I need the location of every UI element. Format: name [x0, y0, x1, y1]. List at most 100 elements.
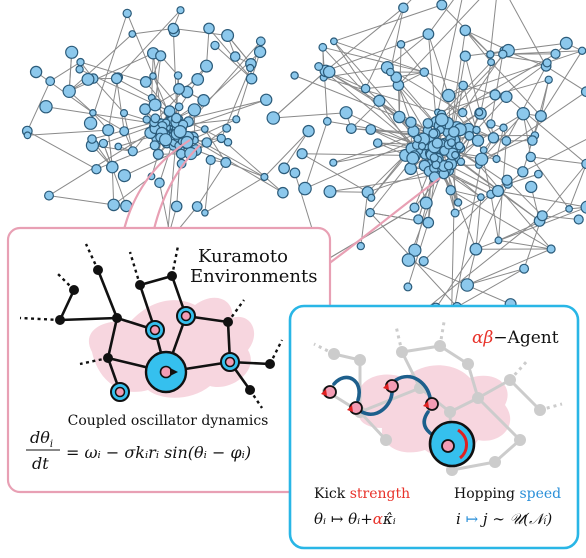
network-edge	[480, 62, 492, 114]
network-node	[422, 28, 435, 40]
network-edge	[302, 153, 406, 156]
network-edge	[490, 194, 499, 241]
network-edge	[322, 47, 328, 122]
network-edge	[333, 41, 367, 89]
oscillator-core	[224, 356, 236, 368]
sketch-dotted-edges	[19, 243, 284, 409]
network-node	[43, 190, 54, 201]
network-node	[197, 94, 210, 107]
network-node	[464, 130, 475, 141]
network-node	[201, 209, 209, 217]
network-edge	[318, 66, 426, 155]
network-edge	[181, 99, 267, 130]
hop-arrow	[394, 374, 432, 400]
ghost-edge	[476, 396, 522, 442]
network-edge	[502, 50, 583, 55]
network-edge	[506, 96, 586, 165]
network-node	[223, 137, 233, 147]
sketch-edge	[96, 268, 119, 320]
sketch-dotted-edge	[19, 316, 61, 322]
oscillator-core	[149, 324, 161, 336]
network-node	[419, 67, 430, 77]
network-node	[203, 22, 215, 35]
network-node	[418, 256, 429, 267]
network-edge	[208, 28, 252, 80]
sketch-node	[112, 313, 122, 323]
network-edge	[301, 153, 368, 193]
network-edge	[506, 179, 543, 217]
network-node	[173, 82, 185, 95]
network-node	[302, 124, 315, 138]
network-node	[385, 67, 395, 77]
network-node	[152, 148, 164, 160]
ghost-node	[396, 346, 408, 358]
network-edge	[333, 148, 412, 164]
network-node	[429, 153, 439, 163]
ghost-dotted-edge	[508, 358, 530, 382]
network-edge	[530, 156, 570, 210]
network-node	[329, 158, 338, 167]
ghost-edge	[477, 378, 511, 400]
network-node	[580, 86, 586, 98]
network-edge	[398, 0, 480, 86]
network-node	[205, 154, 216, 166]
network-node	[176, 6, 185, 15]
network-node	[417, 142, 427, 151]
ghost-node	[380, 434, 392, 446]
network-node	[404, 162, 418, 176]
network-node	[413, 214, 424, 225]
network-node	[580, 200, 586, 214]
sketch-edges	[58, 268, 272, 394]
hop-arrow	[332, 375, 361, 402]
network-edge	[450, 159, 483, 326]
sketch-dotted-edge	[128, 251, 142, 286]
eq-lhs-denominator: dt	[32, 454, 49, 473]
network-edge	[505, 66, 547, 142]
network-node	[330, 37, 338, 46]
network-edge	[220, 138, 284, 194]
network-node	[573, 214, 584, 225]
network-node	[232, 115, 241, 124]
network-edge	[325, 33, 429, 72]
sketch-node	[167, 271, 177, 281]
network-edge	[111, 167, 115, 205]
network-node	[39, 99, 53, 114]
ghost-node	[328, 348, 340, 360]
network-node	[428, 128, 439, 139]
network-node	[323, 185, 337, 199]
network-node	[318, 42, 328, 52]
sketch-node	[103, 353, 113, 363]
network-edge	[540, 79, 550, 117]
ghost-dotted-edges	[313, 321, 563, 412]
network-node	[413, 134, 422, 144]
network-edge	[489, 0, 497, 55]
network-edge	[27, 130, 97, 170]
network-node	[581, 158, 586, 170]
network-node	[577, 46, 586, 55]
network-node	[445, 184, 456, 196]
network-node	[441, 88, 456, 103]
network-node	[210, 40, 220, 51]
network-node	[127, 146, 138, 157]
network-node	[487, 132, 500, 144]
network-node	[290, 71, 299, 80]
network-node	[174, 102, 184, 112]
network-node	[479, 146, 488, 155]
sketch-hub-arrow	[170, 368, 178, 376]
network-node	[403, 282, 413, 292]
network-node	[450, 208, 460, 218]
coupled-oscillator-panel: Kuramoto Environments Coupled oscillator…	[6, 226, 332, 494]
network-node	[401, 253, 416, 267]
network-node	[474, 152, 489, 166]
ghost-node	[434, 340, 446, 352]
network-node	[419, 196, 433, 210]
network-edge	[427, 0, 454, 35]
network-node	[89, 109, 97, 117]
network-edge	[496, 127, 504, 160]
network-node	[516, 106, 531, 121]
network-node	[451, 150, 460, 160]
network-edge	[116, 78, 125, 132]
sketch-edge	[58, 288, 76, 322]
network-edge	[545, 65, 586, 93]
network-node	[471, 134, 485, 147]
